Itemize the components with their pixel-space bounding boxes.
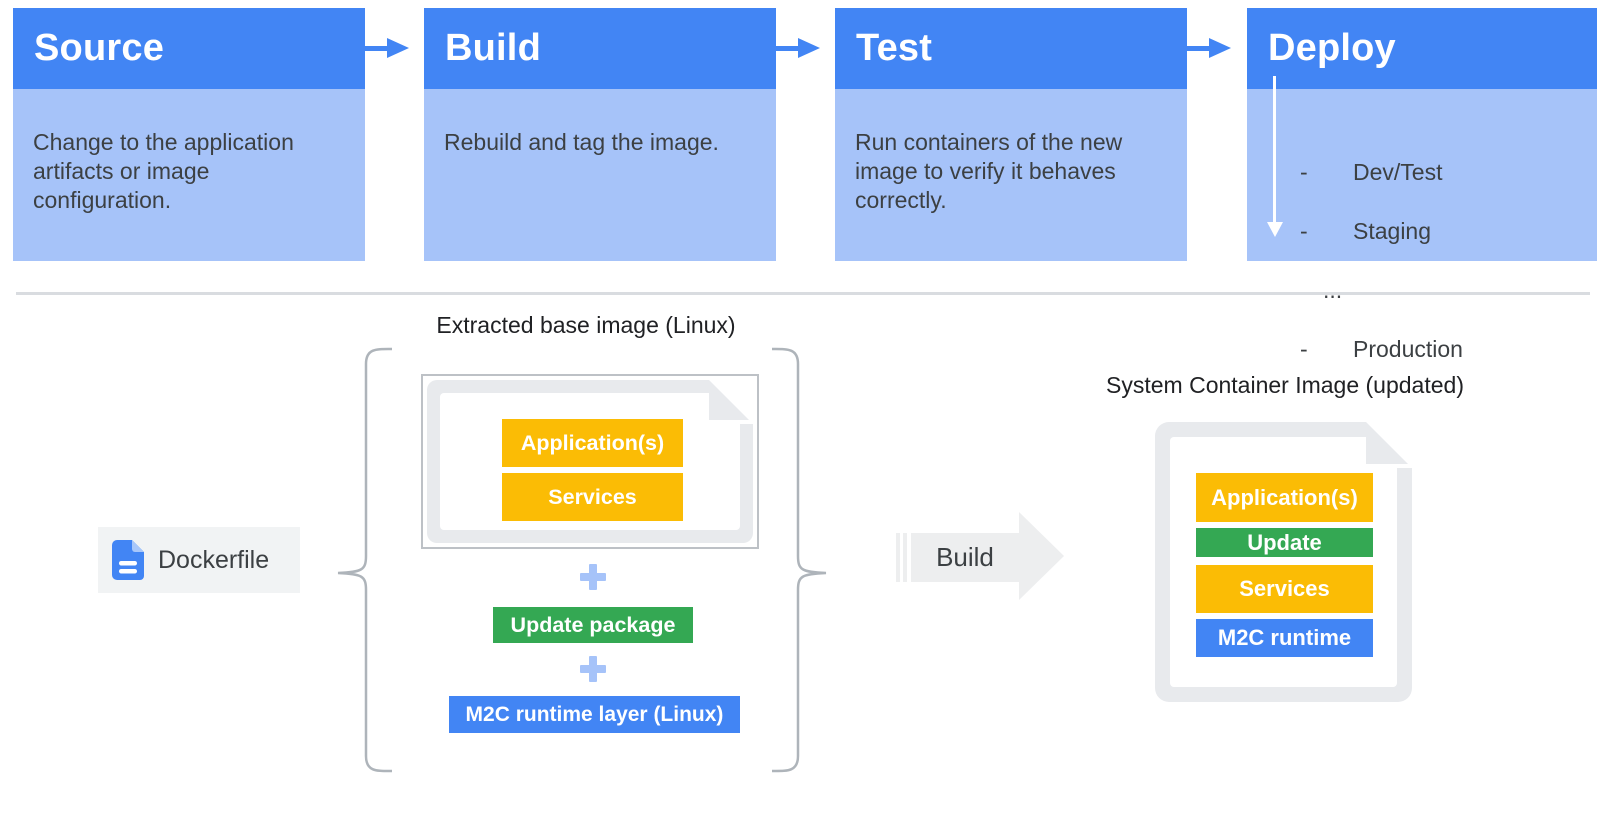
build-arrow-label: Build: [911, 533, 1019, 582]
pipeline-stage-test: Test Run containers of the new image to …: [835, 8, 1187, 261]
result-layer-applications: Application(s): [1196, 473, 1373, 522]
deploy-env-label: Dev/Test: [1353, 158, 1443, 185]
stage-test-description: Run containers of the new image to verif…: [835, 89, 1187, 261]
document-icon: [112, 540, 144, 580]
stage-source-title: Source: [34, 27, 165, 69]
plus-icon: [580, 564, 606, 590]
dash-bullet: -: [1300, 217, 1308, 244]
deploy-env-row: - Dev/Test: [1247, 158, 1597, 188]
stage-deploy-title: Deploy: [1268, 27, 1396, 69]
stage-build-description: Rebuild and tag the image.: [424, 89, 776, 261]
deploy-env-ellipsis: ...: [1323, 276, 1343, 303]
update-package-bar: Update package: [493, 607, 693, 643]
base-image-title: Extracted base image (Linux): [436, 312, 736, 338]
deploy-env-row: ...: [1247, 276, 1597, 306]
result-image-title: System Container Image (updated): [1106, 372, 1464, 398]
stage-source-description: Change to the application artifacts or i…: [13, 89, 365, 261]
result-layer-m2c-runtime: M2C runtime: [1196, 619, 1373, 657]
deploy-env-label: Production: [1353, 335, 1463, 362]
stage-build-header: Build: [424, 8, 776, 89]
dash-bullet: -: [1300, 335, 1308, 362]
stage-test-title: Test: [856, 27, 933, 69]
deploy-env-label: Staging: [1353, 217, 1432, 244]
build-arrow-speed-line: [896, 533, 900, 582]
dockerfile-label: Dockerfile: [158, 545, 270, 574]
pipeline-stage-deploy: Deploy - Dev/Test - Staging ... - Productio…: [1247, 8, 1597, 362]
arrow-right-icon: [363, 38, 411, 59]
stage-deploy-environments: - Dev/Test - Staging ... - Production: [1247, 89, 1597, 362]
build-arrow-head-icon: [1019, 512, 1064, 600]
down-arrow-icon: [1266, 222, 1283, 237]
layer-applications: Application(s): [502, 419, 683, 467]
deploy-env-row: - Production: [1247, 335, 1597, 365]
stage-build-title: Build: [445, 27, 541, 69]
folded-corner: [709, 380, 749, 420]
stage-test-header: Test: [835, 8, 1187, 89]
stage-deploy-header: Deploy: [1247, 8, 1597, 89]
section-divider: [16, 292, 1590, 295]
layer-services: Services: [502, 473, 683, 521]
deploy-env-row: - Staging: [1247, 217, 1597, 247]
stage-source-header: Source: [13, 8, 365, 89]
result-image-document: [1155, 422, 1412, 702]
result-layer-services: Services: [1196, 565, 1373, 613]
arrow-right-icon: [1185, 38, 1233, 59]
pipeline-stage-source: Source Change to the application artifac…: [13, 8, 365, 261]
build-arrow-speed-line: [903, 533, 907, 582]
left-brace: [337, 347, 393, 773]
pipeline-stage-build: Build Rebuild and tag the image.: [424, 8, 776, 261]
result-layer-update: Update: [1196, 528, 1373, 557]
m2c-runtime-layer-bar: M2C runtime layer (Linux): [449, 696, 740, 733]
down-arrow-icon: [1273, 76, 1276, 224]
plus-icon: [580, 656, 606, 682]
arrow-right-icon: [774, 38, 822, 59]
dash-bullet: -: [1300, 158, 1308, 185]
folded-corner: [1366, 422, 1408, 464]
dockerfile-chip: Dockerfile: [98, 527, 300, 593]
right-brace: [771, 347, 827, 773]
